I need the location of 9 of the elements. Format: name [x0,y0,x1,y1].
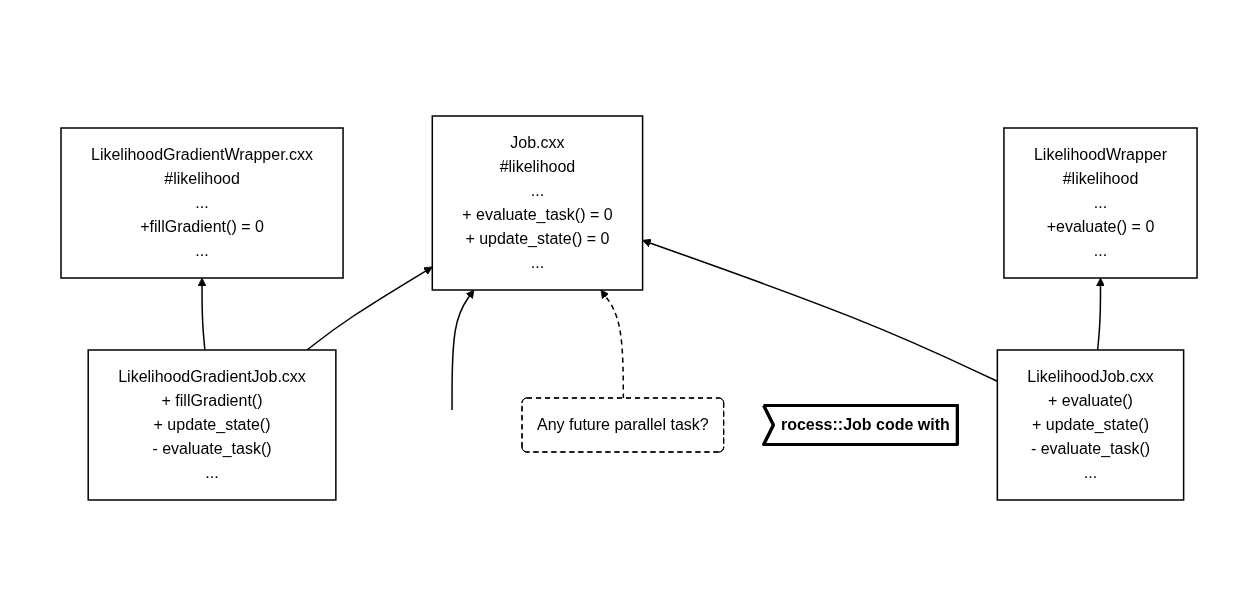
arrow [451,289,475,411]
node-box: LikelihoodWrapper #likelihood ... +evaluate() = 0 ... [1003,127,1198,279]
node-box: LikelihoodGradientWrapper.cxx #likelihood ... +fillGradient() = 0 ... [60,127,344,279]
node-box: LikelihoodJob.cxx + evaluate() + update_state() - evaluate_task() ... [996,349,1185,501]
node-box: Job.cxx #likelihood ... + evaluate_task() = 0 + update_state() = 0 ... [431,115,644,291]
arrow [197,277,207,351]
node-box: LikelihoodGradientJob.cxx + fillGradient() + update_state() - evaluate_task() ... [87,349,337,501]
arrow [306,266,433,351]
arrow [1096,277,1105,351]
